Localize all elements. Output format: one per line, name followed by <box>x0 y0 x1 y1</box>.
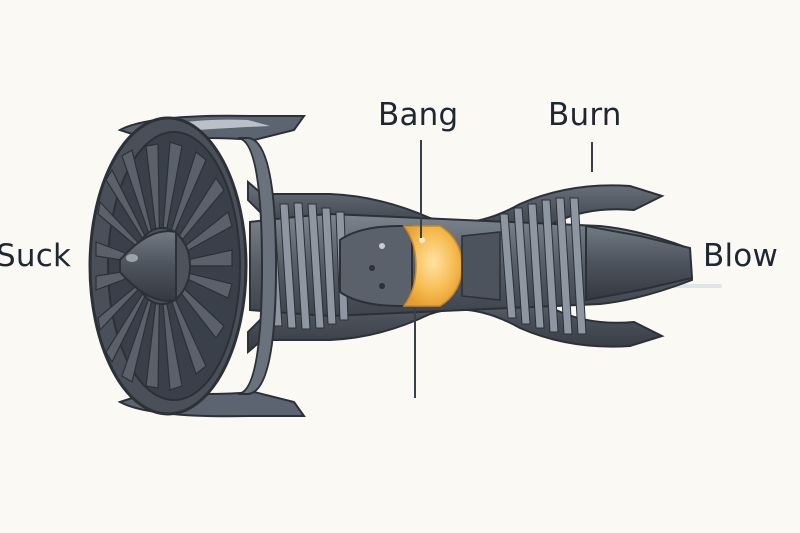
label-burn: Burn <box>548 97 622 133</box>
label-suck: Suck <box>0 238 72 274</box>
leader-lines <box>414 140 593 398</box>
spinner-cone <box>119 227 191 305</box>
engine-core <box>249 197 694 335</box>
label-bang: Bang <box>378 97 459 133</box>
label-blow: Blow <box>703 238 779 274</box>
